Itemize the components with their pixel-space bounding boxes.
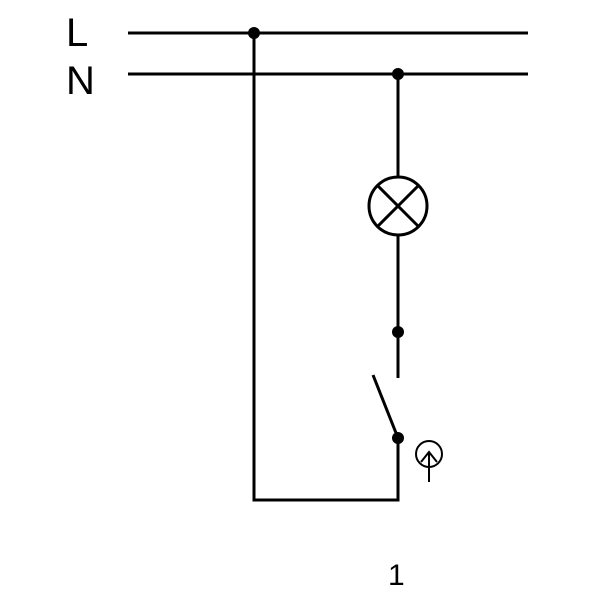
line-feed-wire — [252, 33, 400, 502]
pushbutton-actuator-icon — [415, 440, 443, 482]
neutral-junction-node — [392, 68, 404, 80]
single-pole-switch-symbol — [371, 374, 400, 439]
diagram-caption: 1 — [388, 559, 405, 592]
lamp-symbol — [367, 175, 429, 237]
line-label: L — [66, 11, 88, 55]
line-junction-node — [248, 27, 260, 39]
switch-top-contact-node — [392, 326, 404, 338]
neutral-label: N — [66, 59, 95, 103]
switch-pivot-node — [392, 432, 404, 444]
